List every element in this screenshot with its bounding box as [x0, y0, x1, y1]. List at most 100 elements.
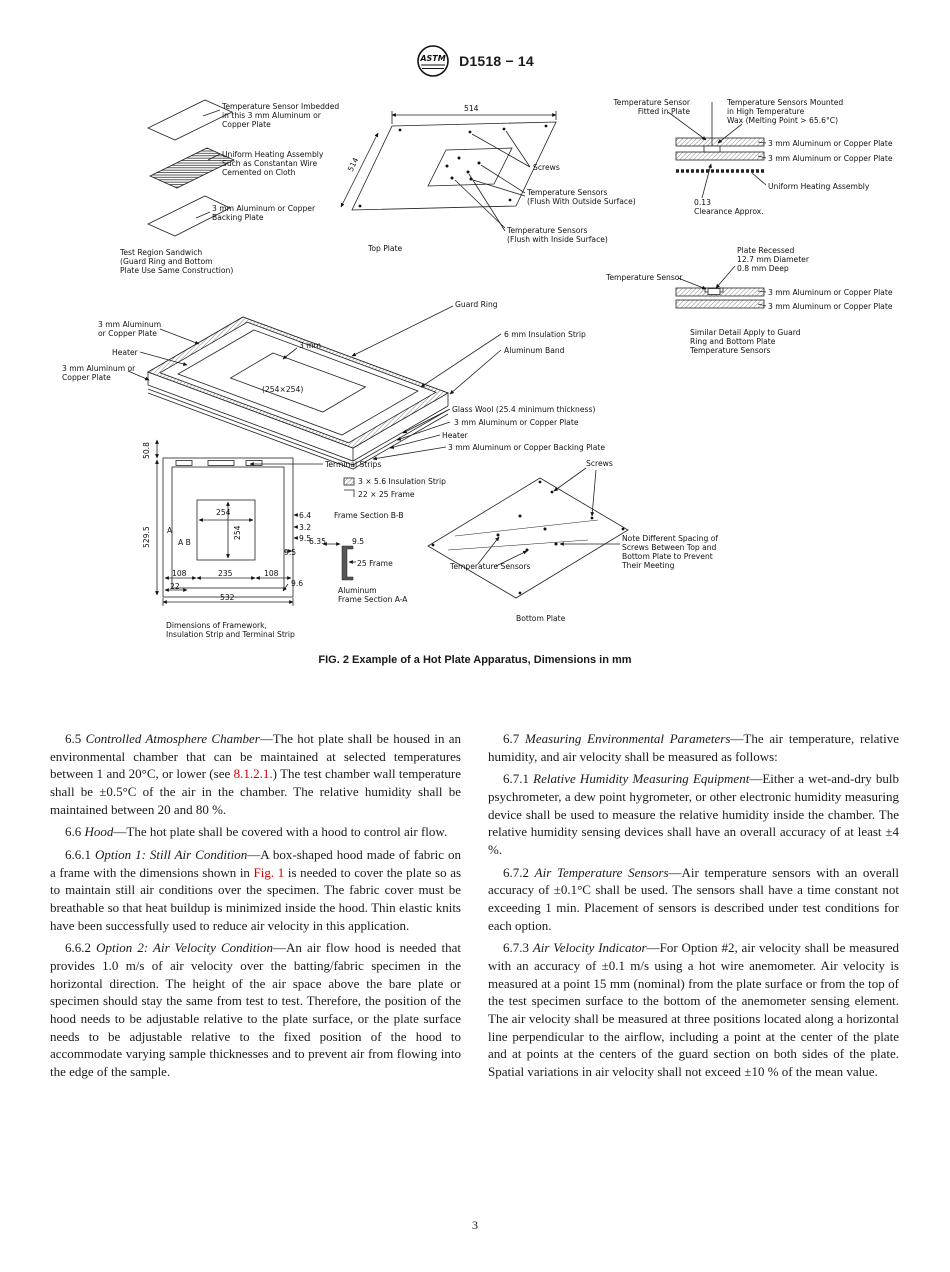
body-text-segment: ) The test chamber wall temperature shal… [50, 766, 461, 817]
label-screws-top: Screws [533, 163, 560, 172]
label-backing-plate: 3 mm Aluminum or Copper Backing Plate [212, 204, 316, 223]
label-test-region-sandwich: Test Region Sandwich (Guard Ring and Bot… [120, 248, 234, 276]
left-column: 6.5 Controlled Atmosphere Chamber—The ho… [50, 730, 461, 1086]
dim-3-2: 3.2 [299, 523, 312, 532]
section-title: Hood [84, 824, 114, 840]
section-marker-ab: A B [178, 538, 191, 547]
dim-9-5-a: 9.5 [299, 534, 312, 543]
section-marker-a: A [167, 526, 173, 535]
section-number: 6.7.3 [503, 940, 533, 956]
figure-caption: FIG. 2 Example of a Hot Plate Apparatus,… [318, 654, 632, 666]
section-number: 6.5 [65, 731, 86, 746]
dim-254-horizontal: 254 [216, 508, 231, 517]
label-backing-plate-right: 3 mm Aluminum or Copper Backing Plate [448, 443, 606, 452]
label-screw-spacing-note: Note Different Spacing of Screws Between… [622, 534, 719, 571]
body-text-segment: is needed to cover the plate so as to ma… [50, 864, 462, 933]
dim-108-left: 108 [172, 569, 187, 578]
label-terminal-strips: Terminal Strips [325, 460, 382, 469]
section-title: Air Temperature Sensors [534, 864, 669, 880]
dim-6-4: 6.4 [299, 511, 312, 520]
label-plate-upper: 3 mm Aluminum or Copper Plate [768, 139, 893, 148]
body-text-segment: —Either a wet-and-dry bulb psychrometer,… [488, 771, 899, 858]
label-plate-recess-upper: 3 mm Aluminum or Copper Plate [768, 288, 893, 297]
astm-logo-text: ASTM [419, 54, 445, 63]
body-text-segment: —For Option #2, air velocity shall be me… [488, 940, 900, 1080]
paragraph-6.6.2: 6.6.2 Option 2: Air Velocity Condition—A… [50, 939, 461, 1080]
cross-reference-link[interactable]: 8.1.2.1. [233, 766, 273, 782]
body-text-segment: —The air temperature, relative humidity,… [488, 731, 899, 764]
label-plate-left-upper: 3 mm Aluminum or Copper Plate [98, 320, 162, 339]
dim-22: 22 [170, 582, 180, 591]
right-column: 6.7 Measuring Environmental Parameters—T… [488, 730, 899, 1086]
label-temperature-sensor: Temperature Sensor [606, 273, 683, 282]
dim-9-5-c: 9.5 [352, 537, 365, 546]
label-uniform-heating-assembly: Uniform Heating Assembly Such as Constan… [222, 150, 324, 178]
section-title: Measuring Environmental Parameters [525, 731, 731, 746]
label-plate-recess-lower: 3 mm Aluminum or Copper Plate [768, 302, 893, 311]
figure-line-art [127, 99, 767, 606]
dim-50-8: 50.8 [142, 442, 151, 459]
dim-514-top: 514 [464, 104, 479, 113]
paragraph-6.6: 6.6 Hood—The hot plate shall be covered … [50, 823, 461, 841]
section-number: 6.7.2 [503, 864, 535, 880]
section-number: 6.7.1 [503, 771, 534, 787]
label-sensors-in-wax: Temperature Sensors Mounted in High Temp… [727, 98, 844, 126]
label-frame-section-aa: Aluminum Frame Section A-A [338, 586, 408, 605]
dim-9-6: 9.6 [291, 579, 304, 588]
label-heating-assembly: Uniform Heating Assembly [768, 182, 870, 191]
label-heater-right: Heater [442, 431, 468, 440]
label-glass-wool: Glass Wool (25.4 minimum thickness) [452, 405, 596, 414]
label-temperature-sensors-bottom: Temperature Sensors [450, 562, 531, 571]
body-text-segment: —The hot plate shall be covered with a h… [113, 824, 448, 840]
body-text-segment: —The hot plate shall be housed in an env… [50, 731, 462, 782]
paragraph-6.7: 6.7 Measuring Environmental Parameters—T… [488, 730, 899, 765]
dim-254-vertical: 254 [233, 525, 242, 541]
label-framework-caption: Dimensions of Framework, Insulation Stri… [166, 621, 295, 640]
section-title: Option 1: Still Air Condition [94, 847, 248, 863]
section-number: 6.6 [65, 824, 85, 840]
astm-logo: ASTM [417, 45, 449, 77]
label-plate-recessed: Plate Recessed 12.7 mm Diameter 0.8 mm D… [737, 246, 809, 274]
label-aluminum-band: Aluminum Band [504, 346, 565, 355]
body-text: 6.5 Controlled Atmosphere Chamber—The ho… [50, 730, 900, 1086]
paragraph-6.5: 6.5 Controlled Atmosphere Chamber—The ho… [50, 730, 461, 818]
body-text-segment: —Air temperature sensors with an overall… [488, 864, 900, 933]
dim-532: 532 [220, 593, 235, 602]
label-plate-right: 3 mm Aluminum or Copper Plate [454, 418, 579, 427]
section-title: Relative Humidity Measuring Equipment [533, 771, 750, 787]
label-screws-bottom: Screws [586, 459, 613, 468]
label-25-frame: 25 Frame [357, 559, 393, 568]
label-sensor-fitted-in-plate: Temperature Sensor Fitted in Plate [613, 98, 690, 117]
label-sensor-imbedded-plate: Temperature Sensor Imbedded in this 3 mm… [222, 102, 340, 130]
page-number: 3 [472, 1218, 478, 1232]
label-frame-section-bb: Frame Section B-B [334, 511, 404, 520]
dim-529-5: 529.5 [142, 526, 151, 548]
section-title: Option 2: Air Velocity Condition [96, 940, 273, 956]
label-clearance: 0.13 Clearance Approx. [694, 198, 764, 217]
page-header: ASTM D1518 − 14 [0, 44, 950, 78]
section-number: 6.7 [503, 731, 526, 746]
label-insulation-strip: 6 mm Insulation Strip [504, 330, 586, 339]
label-similar-detail-note: Similar Detail Apply to Guard Ring and B… [690, 328, 801, 356]
label-insulation-strip-size: 3 × 5.6 Insulation Strip [358, 477, 446, 486]
label-bottom-plate: Bottom Plate [516, 614, 566, 623]
dim-254x254: (254×254) [262, 385, 304, 394]
section-title: Controlled Atmosphere Chamber [85, 731, 260, 746]
paragraph-6.6.1: 6.6.1 Option 1: Still Air Condition—A bo… [50, 846, 461, 934]
label-top-plate: Top Plate [368, 244, 403, 253]
paragraph-6.7.1: 6.7.1 Relative Humidity Measuring Equipm… [488, 770, 899, 858]
dim-108-right: 108 [264, 569, 279, 578]
section-title: Air Velocity Indicator [532, 940, 647, 956]
dim-9-5-b: 9.5 [284, 548, 297, 557]
dim-235: 235 [218, 569, 233, 578]
label-frame-size: 22 × 25 Frame [358, 490, 415, 499]
body-text-segment: —An air flow hood is needed that provide… [50, 940, 461, 1080]
label-plate-left-lower: 3 mm Aluminum or Copper Plate [62, 364, 136, 383]
dim-6-35: 6.35 [309, 537, 326, 546]
label-heater-left: Heater [112, 348, 138, 357]
paragraph-6.7.2: 6.7.2 Air Temperature Sensors—Air temper… [488, 864, 899, 935]
paragraph-6.7.3: 6.7.3 Air Velocity Indicator—For Option … [488, 939, 899, 1080]
section-number: 6.6.1 [65, 847, 95, 863]
label-plate-lower: 3 mm Aluminum or Copper Plate [768, 154, 893, 163]
cross-reference-link[interactable]: Fig. 1 [253, 864, 285, 880]
